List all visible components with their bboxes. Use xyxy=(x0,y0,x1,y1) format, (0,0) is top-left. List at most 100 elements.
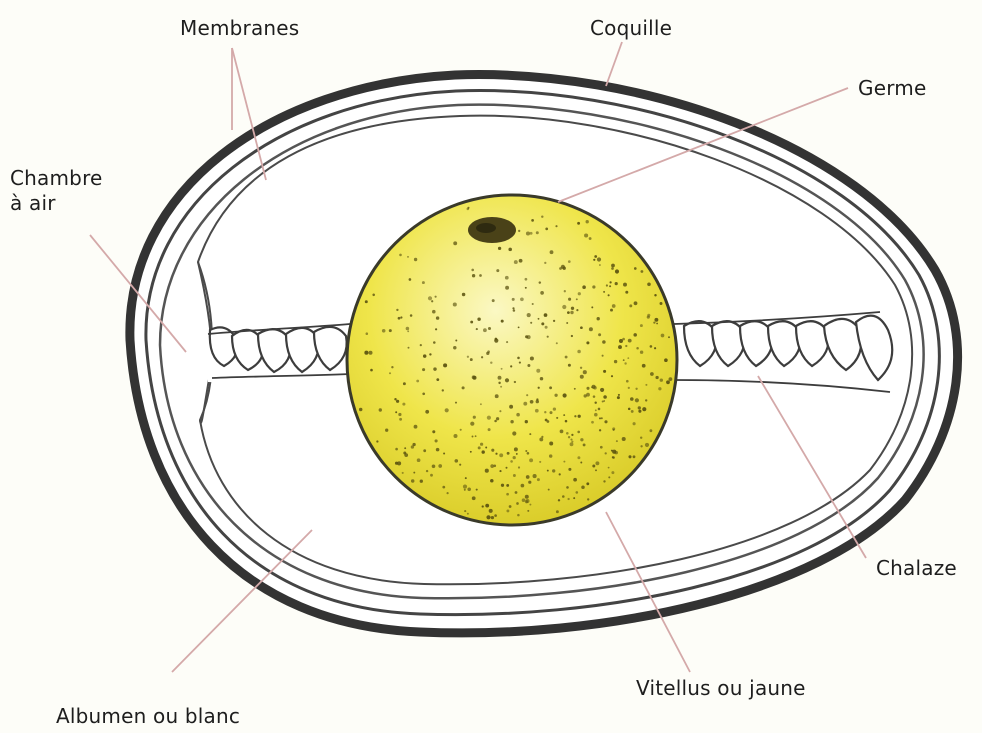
yolk-speckle xyxy=(582,285,586,289)
yolk-speckle xyxy=(505,378,509,382)
yolk-speckle xyxy=(615,282,618,285)
yolk-speckle xyxy=(623,359,625,361)
yolk-speckle xyxy=(426,470,428,472)
yolk-speckle xyxy=(525,335,528,338)
yolk-speckle xyxy=(591,421,594,424)
yolk-speckle xyxy=(548,489,550,491)
yolk-speckle xyxy=(513,474,516,477)
yolk-speckle xyxy=(595,469,597,471)
yolk-speckle xyxy=(633,455,636,458)
yolk-speckle xyxy=(488,327,491,330)
yolk-speckle xyxy=(529,504,531,506)
yolk-speckle xyxy=(482,450,485,453)
yolk-speckle xyxy=(506,341,508,343)
yolk-speckle xyxy=(491,516,494,519)
yolk-speckle xyxy=(570,311,573,314)
yolk-speckle xyxy=(564,290,566,292)
yolk-speckle xyxy=(571,434,573,436)
label-chambre-a-air: Chambre à air xyxy=(10,166,103,216)
yolk-speckle xyxy=(552,469,555,472)
yolk-speckle xyxy=(536,369,540,373)
yolk-speckle xyxy=(570,439,572,441)
yolk-speckle xyxy=(583,370,587,374)
yolk-speckle xyxy=(628,408,631,411)
yolk-speckle xyxy=(396,400,399,403)
yolk-speckle xyxy=(512,431,516,435)
yolk-speckle xyxy=(423,354,426,357)
yolk-speckle xyxy=(506,493,509,496)
yolk-speckle xyxy=(407,330,409,332)
yolk-speckle xyxy=(529,433,531,435)
yolk-speckle xyxy=(526,231,530,235)
yolk-speckle xyxy=(549,386,552,389)
yolk-speckle xyxy=(602,340,606,344)
yolk-speckle xyxy=(566,322,568,324)
yolk-speckle xyxy=(475,435,477,437)
yolk-speckle xyxy=(485,469,489,473)
yolk-speckle xyxy=(527,364,530,367)
yolk-speckle xyxy=(645,399,647,401)
yolk-speckle xyxy=(624,362,626,364)
yolk-speckle xyxy=(397,461,401,465)
yolk-speckle xyxy=(470,422,474,426)
yolk-speckle xyxy=(389,329,392,332)
yolk-speckle xyxy=(471,269,474,272)
yolk-speckle xyxy=(599,429,601,431)
yolk-speckle xyxy=(487,416,491,420)
yolk-speckle xyxy=(445,408,449,412)
yolk-speckle xyxy=(556,510,559,513)
yolk-speckle xyxy=(664,358,668,362)
yolk-speckle xyxy=(638,410,641,413)
yolk-speckle xyxy=(586,387,589,390)
yolk-speckle xyxy=(547,336,549,338)
yolk-speckle xyxy=(530,400,534,404)
yolk-speckle xyxy=(528,481,531,484)
yolk-speckle xyxy=(505,276,509,280)
yolk-speckle xyxy=(563,267,566,270)
yolk-speckle xyxy=(560,430,564,434)
yolk-speckle xyxy=(480,443,483,446)
yolk-speckle xyxy=(517,514,520,517)
yolk-speckle xyxy=(501,368,503,370)
yolk-speckle xyxy=(650,429,653,432)
yolk-speckle xyxy=(422,281,425,284)
yolk-speckle xyxy=(580,326,583,329)
yolk-speckle xyxy=(398,317,401,320)
yolk-speckle xyxy=(496,269,499,272)
yolk-speckle xyxy=(477,317,480,320)
yolk-speckle xyxy=(472,496,476,500)
yolk-speckle xyxy=(650,345,653,348)
yolk-speckle xyxy=(523,402,527,406)
yolk-speckle xyxy=(598,333,601,336)
chalaze-right xyxy=(672,310,898,395)
yolk-speckle xyxy=(603,370,606,373)
yolk-speckle xyxy=(650,372,654,376)
yolk-speckle xyxy=(669,377,673,381)
yolk-speckle xyxy=(562,305,566,309)
yolk-speckle xyxy=(525,450,527,452)
yolk-speckle xyxy=(462,386,465,389)
yolk-speckle xyxy=(422,392,425,395)
label-germe: Germe xyxy=(858,76,926,101)
yolk-speckle xyxy=(611,471,614,474)
yolk-speckle xyxy=(496,417,499,420)
yolk-speckle xyxy=(455,402,457,404)
yolk-speckle xyxy=(435,296,437,298)
yolk-speckle xyxy=(532,303,534,305)
yolk-speckle xyxy=(382,329,386,333)
yolk-speckle xyxy=(501,320,504,323)
yolk-speckle xyxy=(480,403,482,405)
yolk-speckle xyxy=(594,413,598,417)
yolk-speckle xyxy=(510,460,513,463)
yolk-speckle xyxy=(611,375,613,377)
yolk-speckle xyxy=(447,492,449,494)
yolk-speckle xyxy=(403,452,406,455)
yolk-speckle xyxy=(527,510,529,512)
yolk-speckle xyxy=(654,318,658,322)
yolk-speckle xyxy=(602,355,604,357)
yolk-speckle xyxy=(541,215,543,217)
yolk-speckle xyxy=(609,281,611,283)
yolk-speckle xyxy=(430,474,433,477)
yolk-speckle xyxy=(525,420,528,423)
yolk-speckle xyxy=(556,417,558,419)
